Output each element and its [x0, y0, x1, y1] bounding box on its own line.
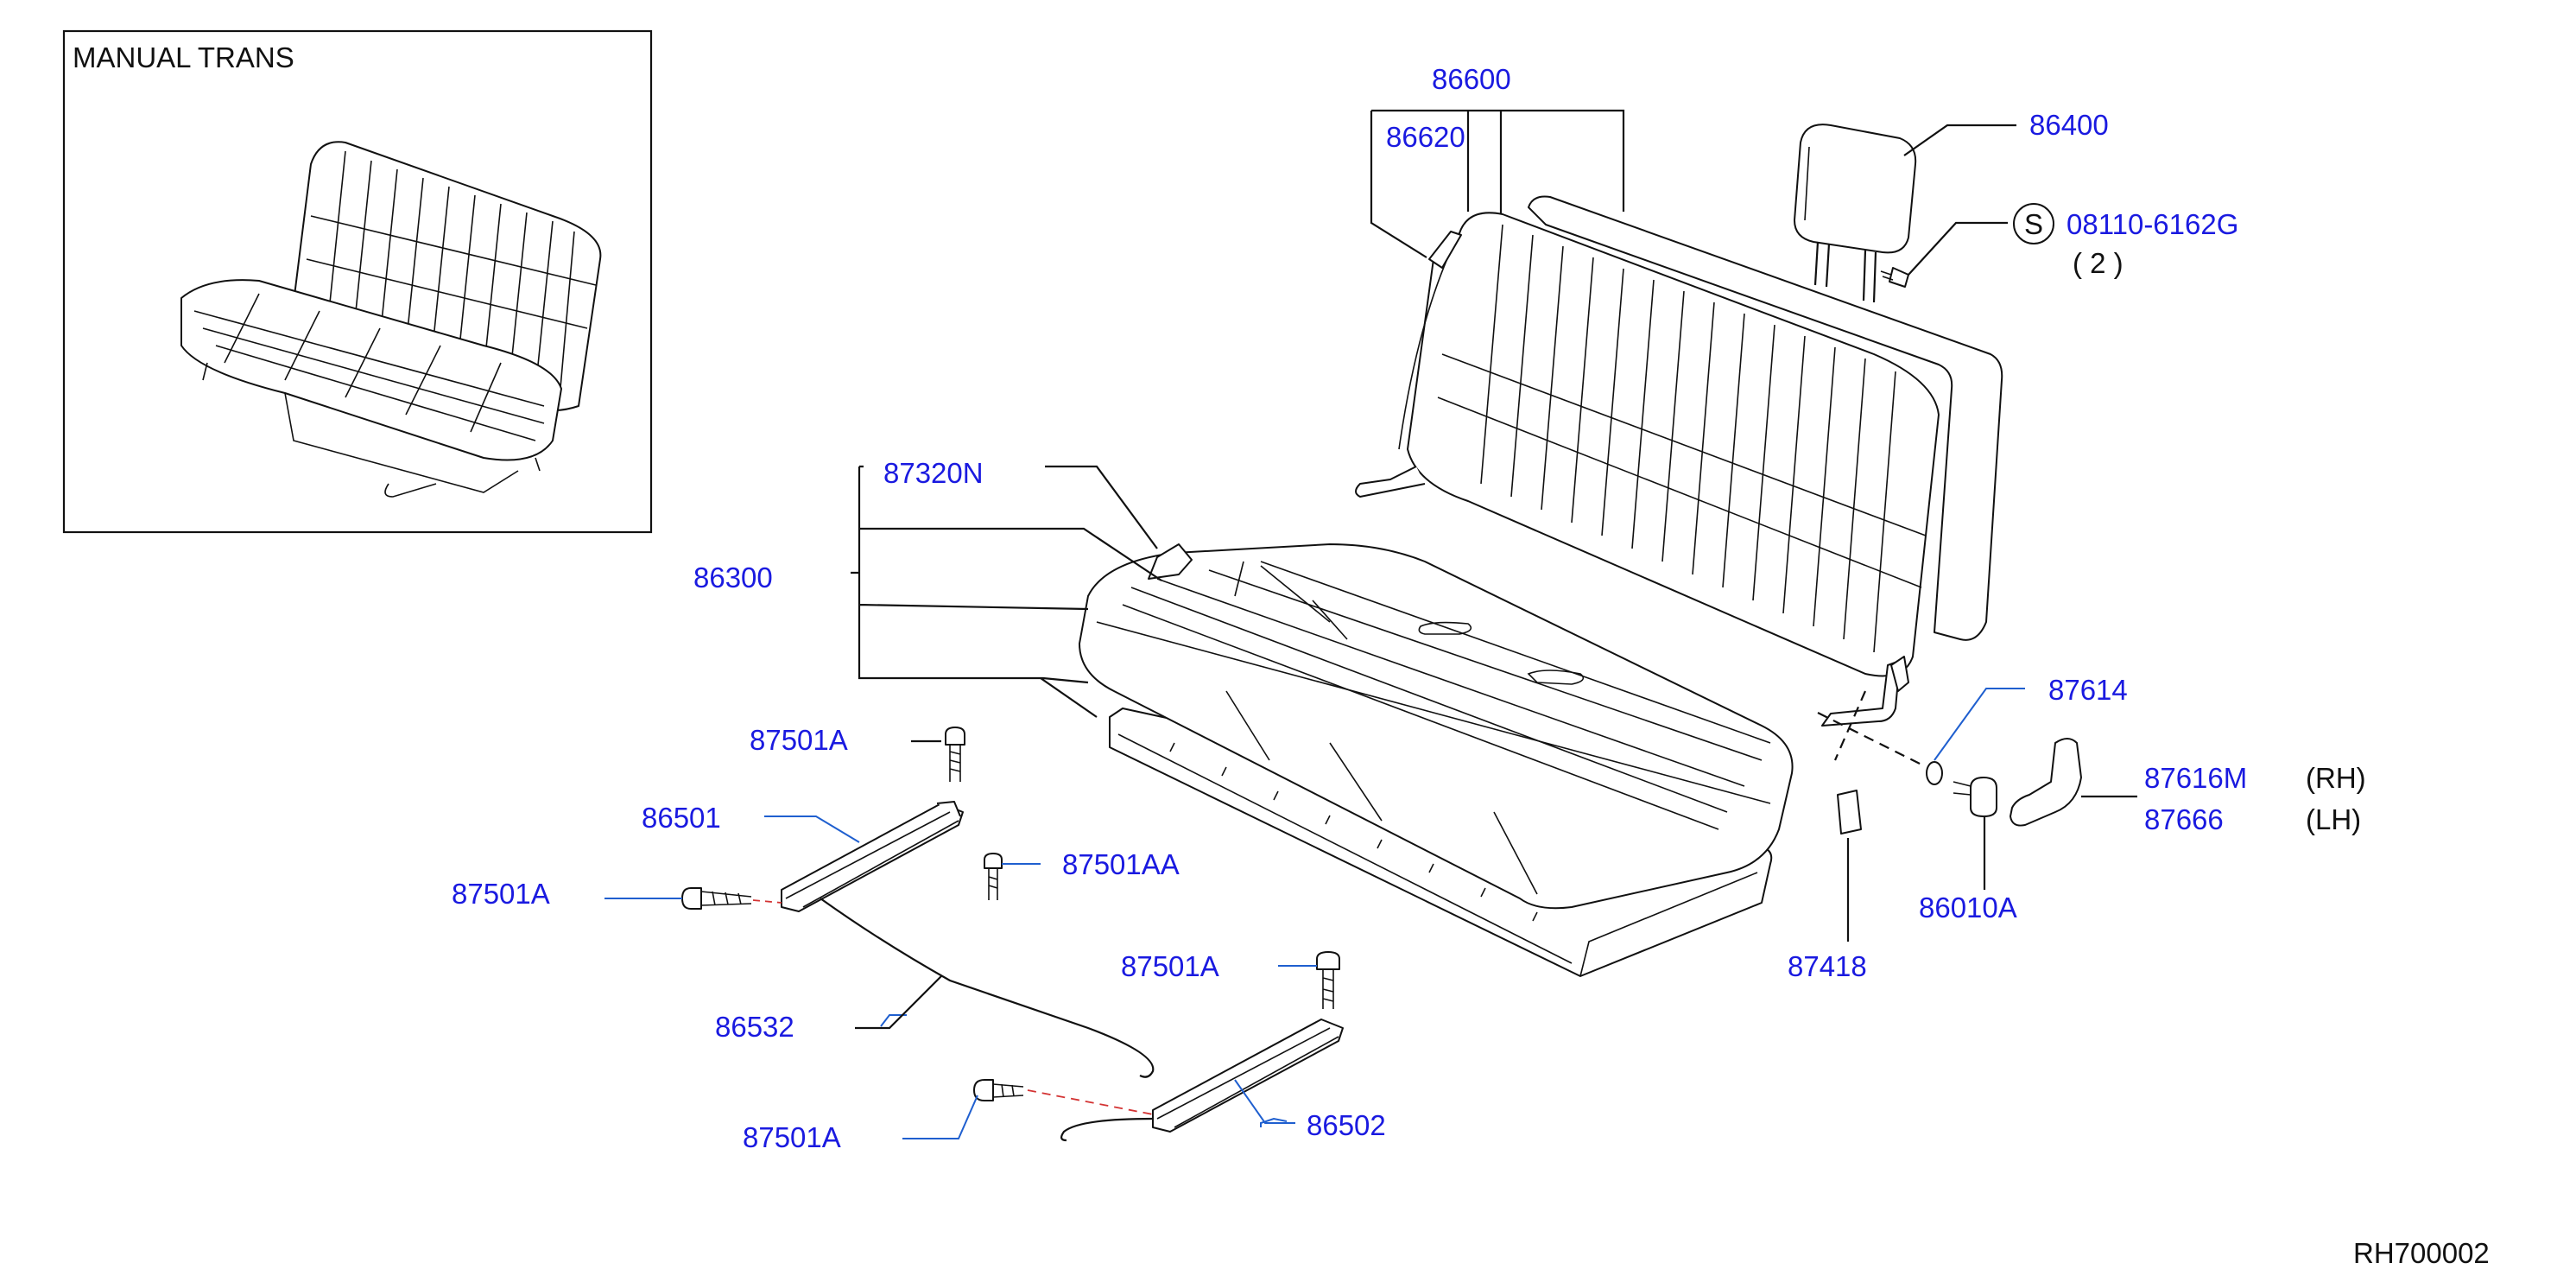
bolt-87501AA: [984, 853, 1003, 900]
callout-87501A-left: 87501A: [452, 878, 550, 910]
callout-86400: 86400: [2029, 109, 2109, 141]
inset-title: MANUAL TRANS: [73, 41, 294, 73]
callout-08110-qty: ( 2 ): [2073, 247, 2123, 279]
inset-bench-seat-drawing: [180, 141, 602, 498]
bolt-87501A-top: [945, 727, 965, 782]
leader-lines: [604, 109, 2137, 1139]
s-circle: [2013, 203, 2054, 244]
callout-87614: 87614: [2048, 674, 2128, 706]
callout-86600: 86600: [1432, 63, 1511, 95]
callout-87616M-side: (RH): [2306, 762, 2366, 794]
slide-rail-86501: [781, 801, 964, 912]
callout-86010A: 86010A: [1919, 892, 2017, 923]
seat-cushion-assembly: [1079, 543, 1862, 977]
callout-86502: 86502: [1307, 1109, 1386, 1141]
callout-87320N: 87320N: [883, 457, 984, 489]
callout-08110-s: S: [2024, 208, 2043, 240]
callout-86620: 86620: [1386, 121, 1465, 153]
callout-87501AA: 87501AA: [1062, 848, 1180, 880]
side-trim-cover: [1926, 738, 2082, 827]
callout-87501A-bottom: 87501A: [743, 1121, 841, 1153]
callout-87666: 87666: [2144, 803, 2224, 835]
wire-86532: [820, 898, 1155, 1078]
drawing-code: RH700002: [2353, 1237, 2490, 1269]
callout-86501: 86501: [642, 802, 721, 834]
headrest: [1794, 124, 1917, 303]
callout-87501A-top: 87501A: [750, 724, 848, 756]
bolt-87501A-mid: [1316, 951, 1340, 1009]
callout-87666-side: (LH): [2306, 803, 2361, 835]
inset-manual-trans: MANUAL TRANS: [62, 29, 653, 534]
callout-86300: 86300: [693, 562, 773, 593]
callout-87501A-mid: 87501A: [1121, 950, 1219, 982]
slide-rail-86502: [1060, 1019, 1344, 1142]
bolt-87501A-bottom: [973, 1079, 1024, 1101]
seat-back-assembly: [1355, 195, 2003, 727]
callout-87418: 87418: [1788, 950, 1867, 982]
callout-87616M: 87616M: [2144, 762, 2247, 794]
callout-08110-6162G: 08110-6162G: [2066, 208, 2238, 240]
callout-86532: 86532: [715, 1011, 794, 1043]
bolt-87501A-left: [681, 887, 752, 910]
